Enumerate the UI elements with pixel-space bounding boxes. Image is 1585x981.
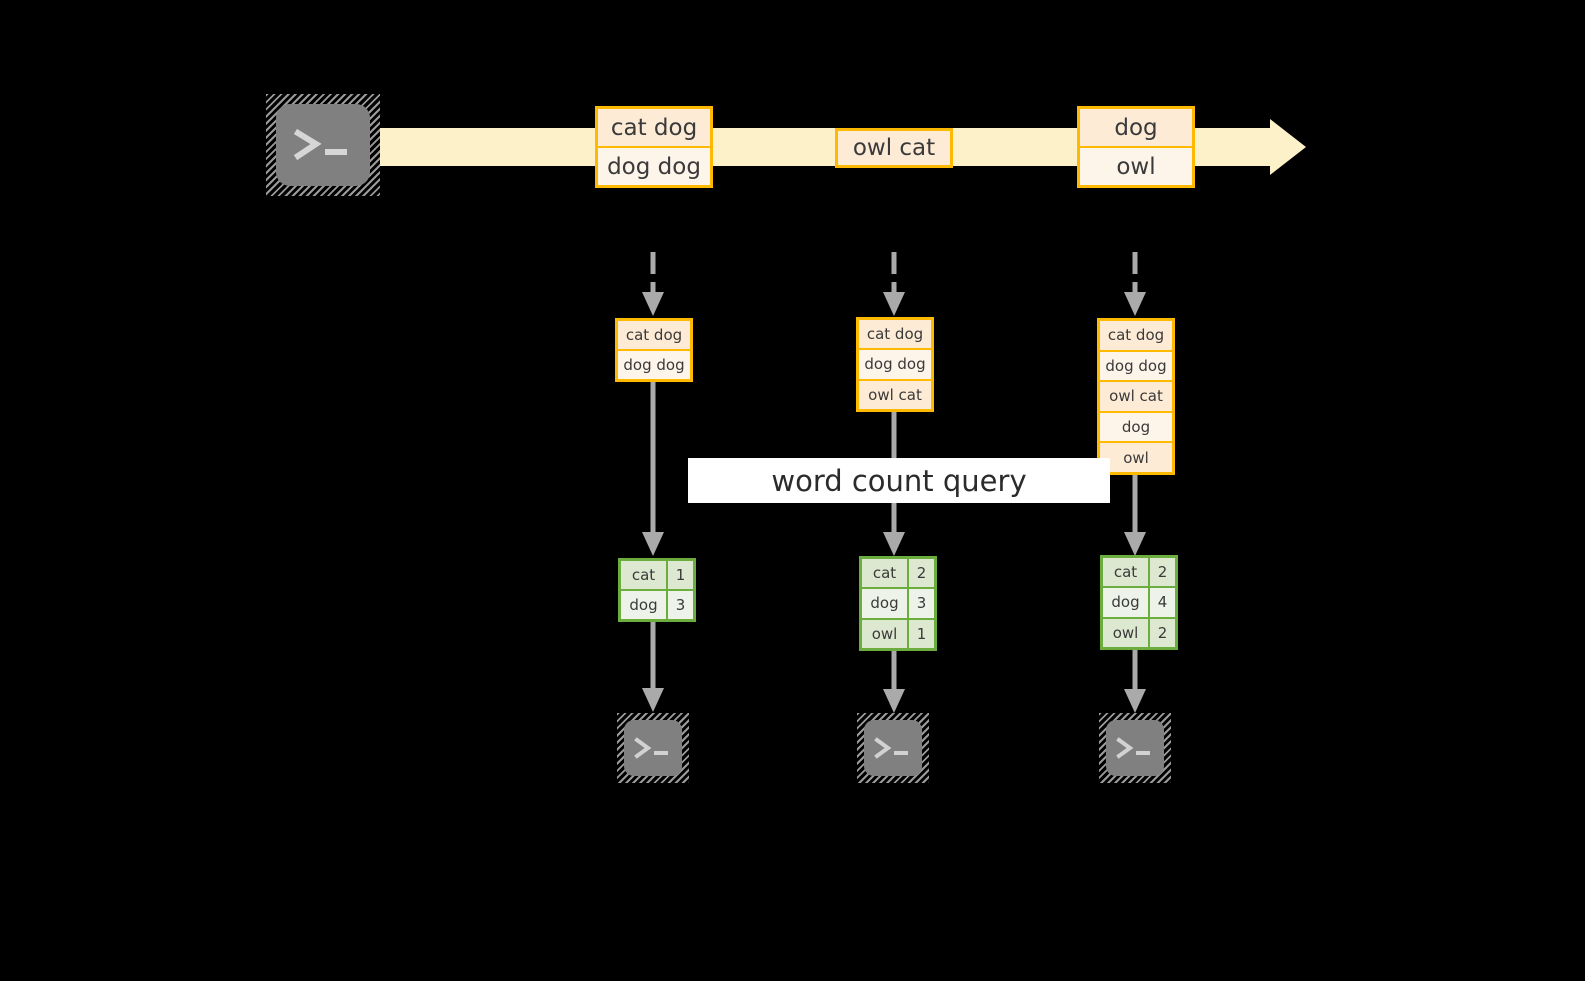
result-count: 2 xyxy=(909,559,934,588)
result-word: cat xyxy=(1103,558,1148,587)
stage-input-line: owl xyxy=(1100,443,1172,472)
stage-input-line: dog dog xyxy=(618,351,690,379)
terminal-prompt-glyph xyxy=(617,713,689,783)
result-row: owl 1 xyxy=(862,619,934,648)
result-count: 3 xyxy=(668,591,693,619)
stream-group-batch-2: owl cat xyxy=(835,128,953,168)
query-label-text: word count query xyxy=(771,463,1027,498)
result-row: cat 2 xyxy=(862,559,934,588)
result-row: dog 3 xyxy=(621,591,693,619)
stage-2-sink-terminal-icon xyxy=(857,713,929,783)
stage-input-line: dog dog xyxy=(1100,351,1172,381)
stage-2-input-box: cat dog dog dog owl cat xyxy=(856,317,934,412)
result-word: owl xyxy=(862,619,907,648)
result-word: dog xyxy=(621,591,666,619)
stream-line: cat dog xyxy=(598,109,710,146)
terminal-body xyxy=(624,720,682,776)
stage-input-line: dog xyxy=(1100,412,1172,442)
source-terminal-icon xyxy=(266,94,380,196)
stage-3-result-table: cat 2 dog 4 owl 2 xyxy=(1100,555,1178,650)
stream-arrowhead-icon xyxy=(1270,119,1306,175)
terminal-prompt-glyph xyxy=(857,713,929,783)
stage-3-sink-terminal-icon xyxy=(1099,713,1171,783)
stage-1-sink-terminal-icon xyxy=(617,713,689,783)
stage-1-result-table: cat 1 dog 3 xyxy=(618,558,696,622)
stream-line: owl xyxy=(1080,148,1192,185)
stage-1-dashed-connector xyxy=(642,252,664,316)
result-word: cat xyxy=(621,561,666,589)
result-row: dog 3 xyxy=(862,589,934,618)
stage-input-line: cat dog xyxy=(618,321,690,349)
result-word: dog xyxy=(1103,588,1148,617)
stream-line: dog xyxy=(1080,109,1192,146)
result-row: owl 2 xyxy=(1103,618,1175,647)
stream-group-batch-3: dog owl xyxy=(1077,106,1195,188)
terminal-body xyxy=(864,720,922,776)
stage-input-line: owl cat xyxy=(859,380,931,409)
stage-input-line: owl cat xyxy=(1100,382,1172,411)
stage-input-line: cat dog xyxy=(859,320,931,349)
terminal-body xyxy=(1106,720,1164,776)
result-count: 4 xyxy=(1150,588,1175,617)
stage-2-result-table: cat 2 dog 3 owl 1 xyxy=(859,556,937,651)
stage-3-sink-connector xyxy=(1124,650,1146,713)
result-count: 3 xyxy=(909,589,934,618)
result-row: dog 4 xyxy=(1103,588,1175,617)
result-count: 2 xyxy=(1150,558,1175,587)
stream-group-batch-1: cat dog dog dog xyxy=(595,106,713,188)
result-count: 1 xyxy=(668,561,693,589)
stage-3-query-connector xyxy=(1124,475,1146,556)
stream-line: dog dog xyxy=(598,148,710,185)
stage-3-input-box: cat dog dog dog owl cat dog owl xyxy=(1097,318,1175,475)
result-word: dog xyxy=(862,589,907,618)
result-count: 1 xyxy=(909,619,934,648)
stream-line: owl cat xyxy=(838,131,950,165)
stage-1-input-box: cat dog dog dog xyxy=(615,318,693,382)
result-row: cat 1 xyxy=(621,561,693,589)
stage-1-query-connector xyxy=(642,382,664,556)
result-count: 2 xyxy=(1150,618,1175,647)
stage-2-dashed-connector xyxy=(883,252,905,316)
stage-1-sink-connector xyxy=(642,622,664,712)
terminal-prompt-glyph xyxy=(266,94,380,196)
query-label-band: word count query xyxy=(688,458,1110,503)
result-word: cat xyxy=(862,559,907,588)
stage-3-dashed-connector xyxy=(1124,252,1146,316)
terminal-body xyxy=(276,104,370,186)
stage-2-sink-connector xyxy=(883,651,905,713)
result-row: cat 2 xyxy=(1103,558,1175,587)
stage-input-line: cat dog xyxy=(1100,321,1172,350)
result-word: owl xyxy=(1103,618,1148,647)
terminal-prompt-glyph xyxy=(1099,713,1171,783)
stage-input-line: dog dog xyxy=(859,350,931,379)
